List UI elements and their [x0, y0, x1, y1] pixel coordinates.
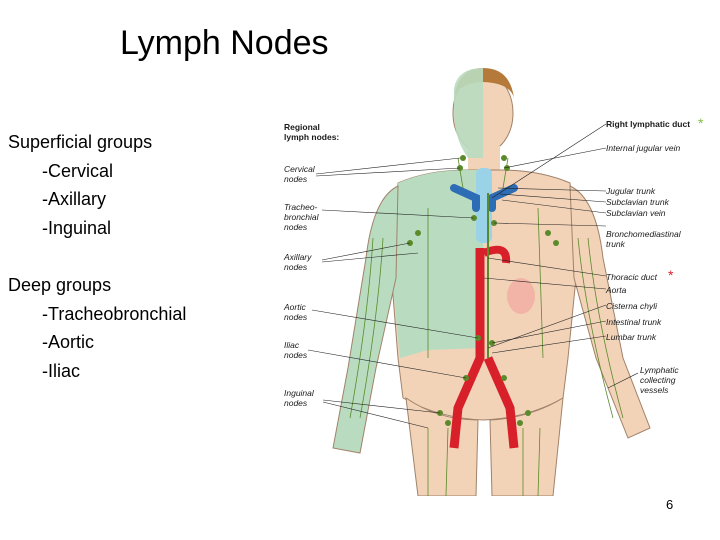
left-leader-lines: [307, 157, 479, 429]
label-cervical-nodes: nodes: [284, 174, 308, 184]
label-aortic-nodes: nodes: [284, 312, 308, 322]
label-regional: Regional: [284, 122, 320, 132]
label-aorta: Aorta: [605, 285, 627, 295]
label-thoracic-duct: Thoracic duct: [606, 272, 658, 282]
deep-groups-list: Deep groups -Tracheobronchial -Aortic -I…: [8, 271, 186, 385]
label-lumbar-trunk: Lumbar trunk: [606, 332, 657, 342]
list-item: -Aortic: [42, 332, 95, 352]
deep-heading: Deep groups: [8, 275, 112, 295]
label-tracheo-nodes: nodes: [284, 222, 308, 232]
label-bronchial: bronchial: [284, 212, 320, 222]
list-item: -Cervical: [42, 160, 114, 181]
slide-title: Lymph Nodes: [120, 24, 329, 62]
green-asterisk-icon: *: [698, 115, 704, 131]
label-subclavian-vein: Subclavian vein: [606, 208, 666, 218]
label-iliac-nodes: nodes: [284, 350, 308, 360]
label-axillary-nodes: nodes: [284, 262, 308, 272]
list-item: -Iliac: [42, 360, 81, 381]
superficial-groups-list: Superficial groups -Cervical -Axillary -…: [8, 128, 152, 242]
label-subclavian-trunk: Subclavian trunk: [606, 197, 670, 207]
label-intestinal-trunk: Intestinal trunk: [606, 317, 662, 327]
label-cervical: Cervical: [284, 164, 316, 174]
body-silhouette: [332, 68, 651, 496]
label-axillary: Axillary: [283, 252, 312, 262]
red-asterisk-icon: *: [668, 267, 674, 283]
label-cisterna-chyli: Cisterna chyli: [606, 301, 658, 311]
label-collecting: collecting: [640, 375, 676, 385]
list-item: -Axillary: [42, 189, 107, 209]
stomach: [507, 278, 535, 314]
label-tracheo: Tracheo-: [284, 202, 318, 212]
label-inguinal-nodes: nodes: [284, 398, 308, 408]
list-item: -Inguinal: [42, 217, 112, 238]
right-leader-lines: [483, 123, 639, 389]
anatomy-diagram: Regional lymph nodes: Cervical nodes Tra…: [283, 68, 704, 496]
lymph-system-illustration: Regional lymph nodes: Cervical nodes Tra…: [278, 58, 718, 496]
list-item: -Tracheobronchial: [42, 303, 187, 324]
label-lymphatic: Lymphatic: [640, 365, 679, 375]
label-jugular-trunk: Jugular trunk: [605, 186, 656, 196]
aorta: [449, 248, 519, 449]
label-vessels: vessels: [640, 385, 669, 395]
label-bronchomediastinal: Bronchomediastinal: [606, 229, 682, 239]
label-internal-jugular-vein: Internal jugular vein: [606, 143, 680, 153]
label-aortic: Aortic: [283, 302, 306, 312]
superficial-heading: Superficial groups: [8, 132, 153, 152]
label-bronchomediastinal-trunk: trunk: [606, 239, 626, 249]
label-inguinal: Inguinal: [284, 388, 315, 398]
label-iliac: Iliac: [284, 340, 300, 350]
label-lymph-nodes: lymph nodes:: [284, 132, 339, 142]
label-right-lymphatic-duct: Right lymphatic duct: [606, 119, 690, 129]
slide-number: 6: [666, 497, 674, 512]
